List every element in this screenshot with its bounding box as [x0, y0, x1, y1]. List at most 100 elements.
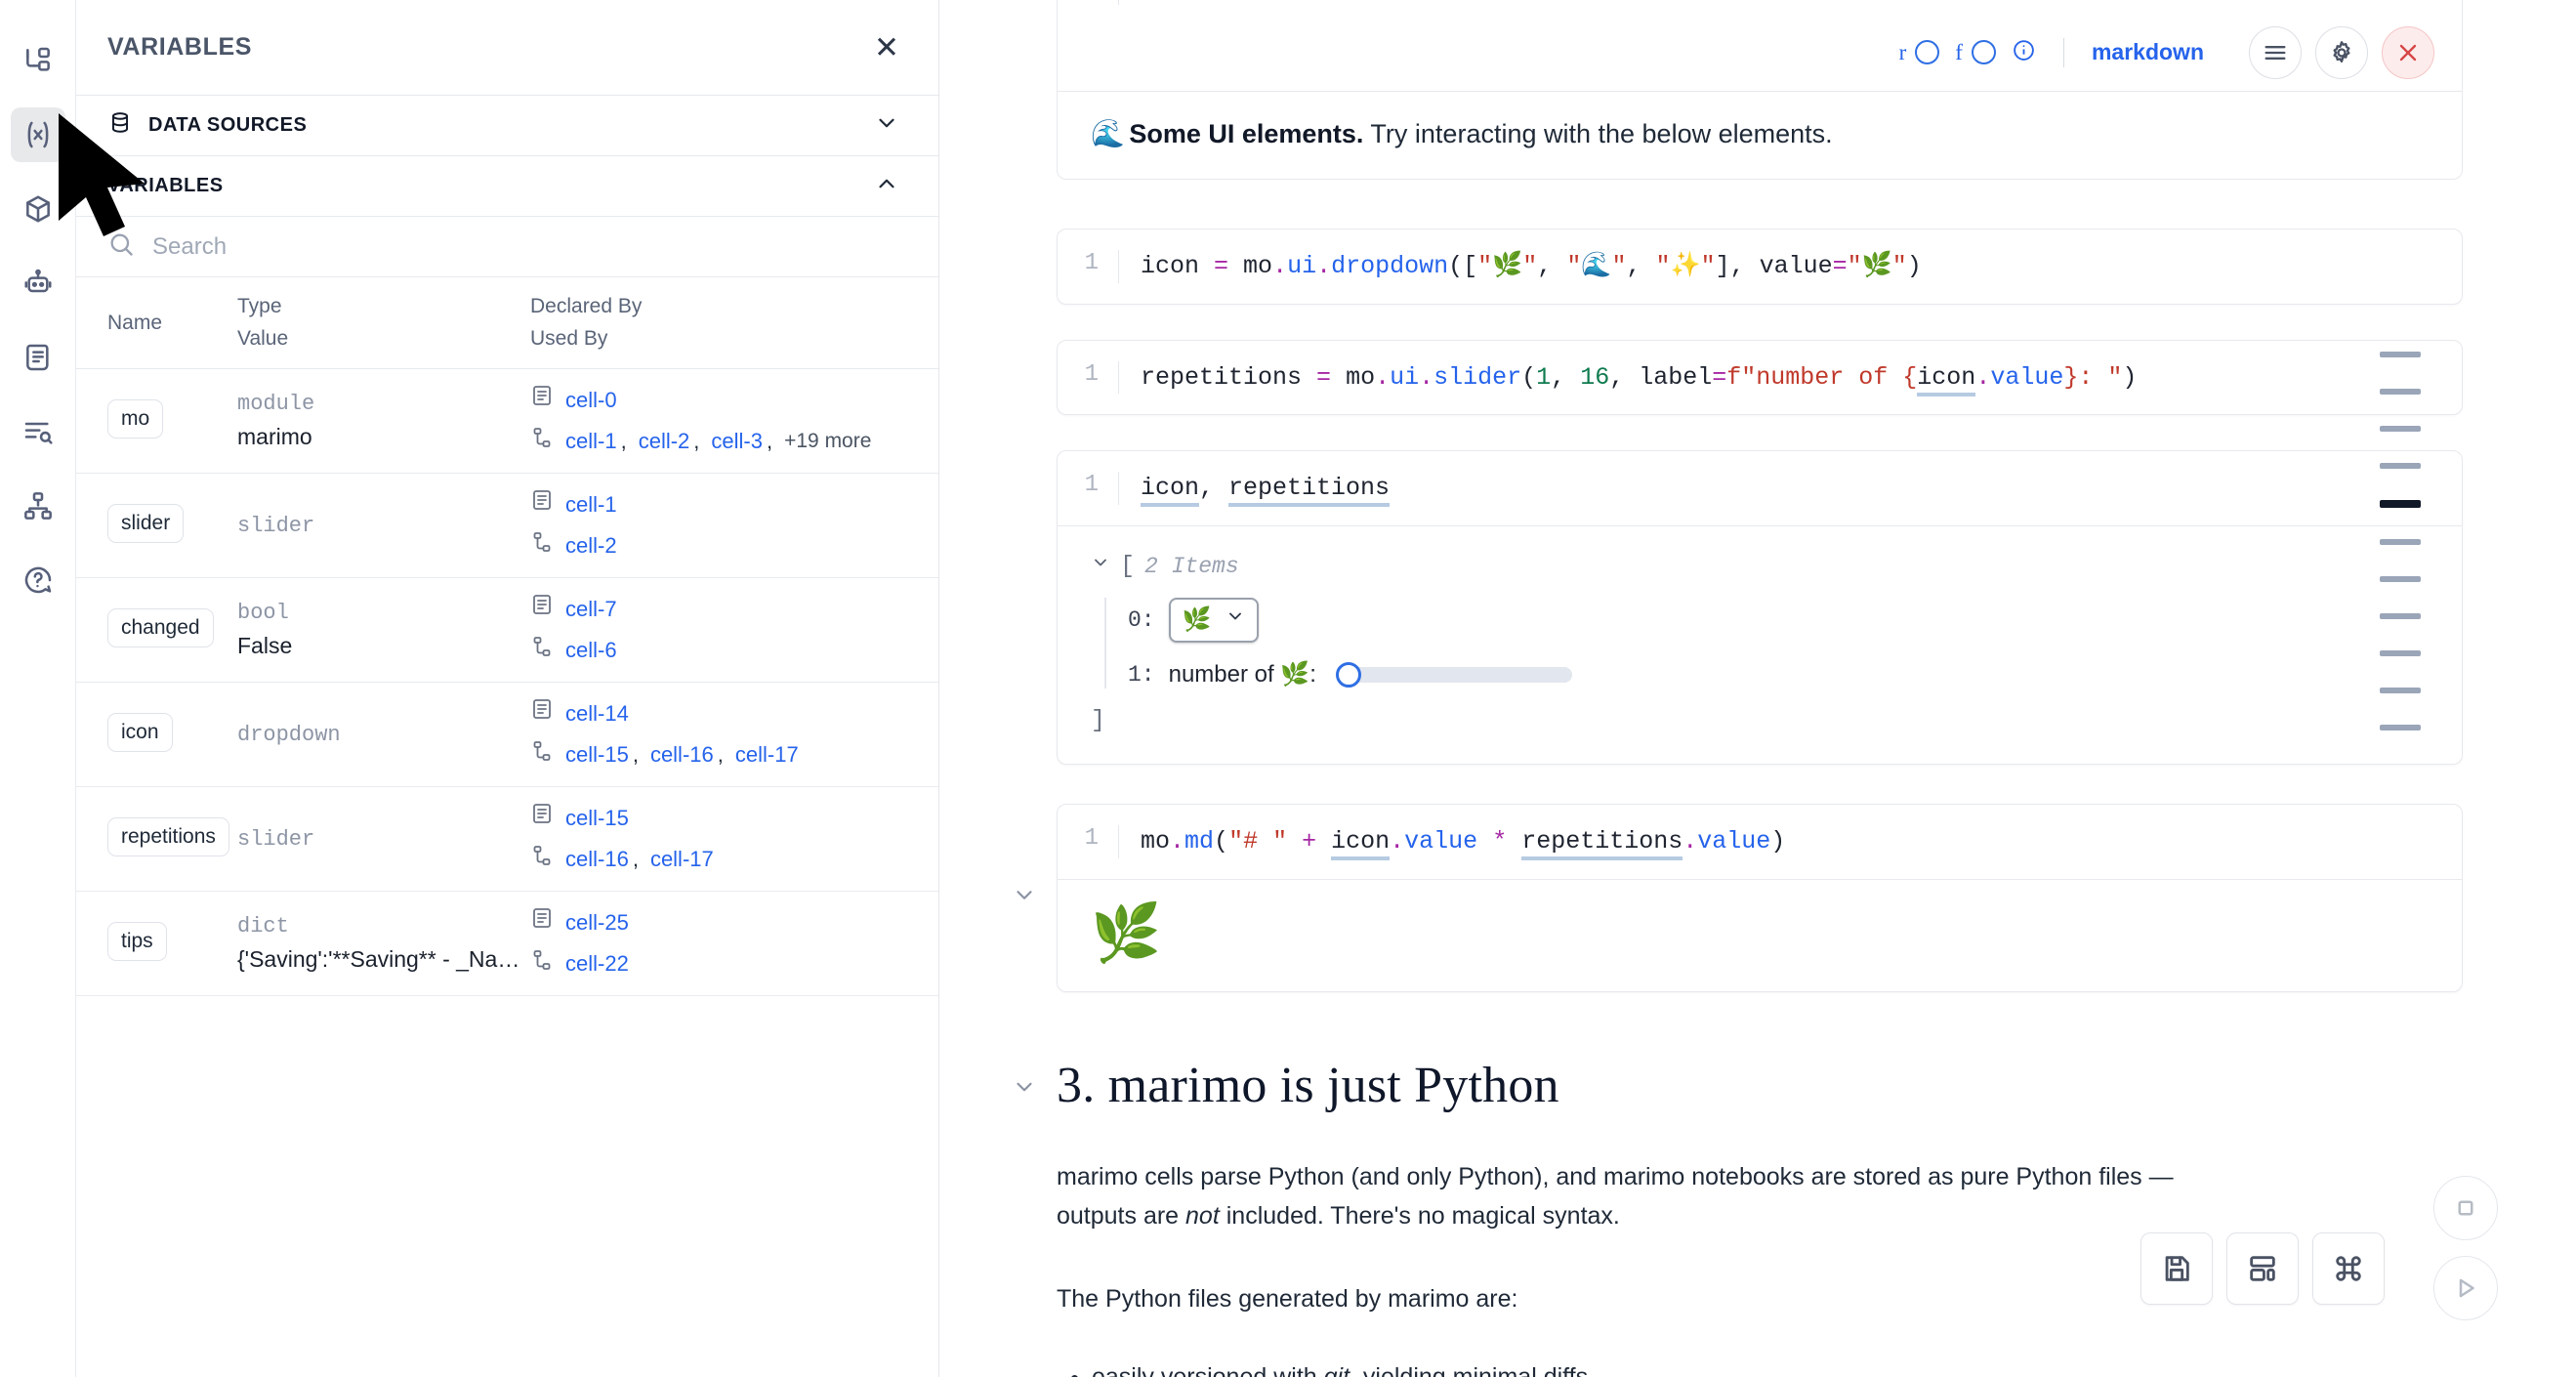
packages-icon[interactable]: [11, 182, 65, 236]
cell-link[interactable]: cell-17: [734, 742, 799, 768]
cell-link[interactable]: cell-1: [565, 491, 617, 517]
cell-link[interactable]: cell-14: [565, 700, 629, 726]
code-text[interactable]: icon = mo.ui.dropdown(["🌿", "🌊", "✨"], v…: [1118, 249, 2462, 283]
code-text[interactable]: icon, repetitions: [1118, 472, 2462, 508]
minimap-bar[interactable]: [2380, 426, 2421, 432]
chevron-down-icon[interactable]: [874, 110, 899, 141]
minimap-bar[interactable]: [2380, 576, 2421, 582]
chevron-up-icon[interactable]: [874, 171, 899, 201]
ref-badge-r[interactable]: r: [1899, 40, 1940, 65]
close-icon[interactable]: ✕: [874, 30, 899, 64]
ref-badge-f[interactable]: f: [1955, 40, 1996, 65]
cell-link[interactable]: cell-16: [565, 847, 629, 872]
list-header[interactable]: [ 2 Items: [1091, 552, 2429, 580]
cell-link[interactable]: cell-16: [649, 742, 714, 768]
cell-delete-button[interactable]: [2382, 25, 2434, 79]
minimap-bar[interactable]: [2380, 352, 2421, 357]
ai-assistant-icon[interactable]: [11, 256, 65, 311]
cell-link[interactable]: cell-15: [565, 805, 629, 830]
cell-link[interactable]: cell-17: [649, 847, 714, 872]
chevron-down-icon[interactable]: [1091, 553, 1110, 580]
wave-emoji: 🌊: [1091, 117, 1125, 148]
dependency-graph-icon[interactable]: [11, 479, 65, 533]
file-explorer-icon[interactable]: [11, 33, 65, 88]
code-text[interactable]: repetitions = mo.ui.slider(1, 16, label=…: [1118, 360, 2462, 396]
cell-link[interactable]: cell-1: [565, 429, 617, 454]
cell-language-label[interactable]: markdown: [2091, 39, 2204, 65]
selected-value-emoji: 🌿: [1182, 608, 1212, 635]
code-line[interactable]: 1 icon, repetitions: [1058, 451, 2462, 525]
minimap-bar[interactable]: [2380, 389, 2421, 395]
collapse-section-chevron[interactable]: [1012, 1074, 1037, 1105]
variable-name-chip[interactable]: changed: [107, 607, 214, 647]
layout-button[interactable]: [2226, 1232, 2299, 1305]
bullet-post: , yielding minimal diffs: [1350, 1363, 1588, 1377]
more-cells-label[interactable]: +19 more: [784, 429, 872, 452]
scratchpad-icon[interactable]: [11, 330, 65, 385]
code-token: }: ": [2063, 362, 2123, 392]
save-button[interactable]: [2140, 1232, 2213, 1305]
interrupt-button[interactable]: [2433, 1176, 2498, 1240]
outline-search-icon[interactable]: [11, 404, 65, 459]
code-token: icon: [1917, 362, 1976, 396]
code-line[interactable]: 1 repetitions = mo.ui.slider(1, 16, labe…: [1058, 341, 2462, 415]
ref-circle-r: [1915, 40, 1940, 65]
minimap-bar[interactable]: [2380, 650, 2421, 656]
cell-link[interactable]: cell-7: [565, 596, 617, 621]
code-token: value: [1404, 827, 1478, 855]
separator: ,: [620, 429, 627, 454]
separator: ,: [766, 429, 773, 454]
variable-name-chip[interactable]: slider: [107, 503, 185, 543]
code-token: ): [1906, 251, 1922, 280]
code-text[interactable]: mo.md("# " + icon.value * repetitions.va…: [1118, 825, 2462, 860]
cell-link[interactable]: cell-6: [565, 638, 617, 663]
minimap-bar[interactable]: [2380, 725, 2421, 730]
command-palette-button[interactable]: [2312, 1232, 2385, 1305]
used-by-icon: [530, 948, 554, 981]
minimap-bar[interactable]: [2380, 500, 2421, 508]
slider-thumb[interactable]: [1335, 661, 1361, 688]
run-button[interactable]: [2433, 1256, 2498, 1320]
code-line[interactable]: 1 mo.md("# " + icon.value * repetitions.…: [1058, 805, 2462, 879]
cell-link[interactable]: cell-2: [638, 429, 690, 454]
cell-link[interactable]: cell-3: [711, 429, 763, 454]
notebook-minimap[interactable]: [2371, 352, 2430, 730]
minimap-bar[interactable]: [2380, 613, 2421, 619]
cell-menu-button[interactable]: [2249, 25, 2302, 79]
code-token: repetitions: [1521, 827, 1683, 860]
variable-name-chip[interactable]: icon: [107, 712, 173, 752]
collapse-cell-chevron[interactable]: [1012, 883, 1037, 913]
minimap-bar[interactable]: [2380, 688, 2421, 693]
info-icon[interactable]: [2012, 38, 2036, 67]
code-text[interactable]: "**🌊 Some UI elements.**" Try interactin…: [1118, 0, 2462, 5]
minimap-bar[interactable]: [2380, 463, 2421, 469]
slider-input[interactable]: [1335, 661, 1572, 688]
dropdown-select[interactable]: 🌿: [1168, 598, 1259, 643]
variable-name-chip[interactable]: tips: [107, 921, 167, 961]
code-line[interactable]: 1 icon = mo.ui.dropdown(["🌿", "🌊", "✨"],…: [1058, 230, 2462, 304]
cell-link[interactable]: cell-25: [565, 909, 629, 935]
cell-settings-gear-icon[interactable]: [2315, 25, 2368, 79]
accordion-variables[interactable]: VARIABLES: [76, 156, 938, 217]
variables-icon[interactable]: [10, 107, 65, 162]
declared-by-icon: [530, 384, 554, 416]
code-line[interactable]: 1 "**🌊 Some UI elements.**" Try interact…: [1058, 0, 2462, 19]
cell-link[interactable]: cell-15: [565, 742, 629, 768]
accordion-data-sources[interactable]: DATA SOURCES: [76, 96, 938, 156]
cell-link[interactable]: cell-2: [565, 533, 617, 559]
search-input[interactable]: [152, 232, 907, 261]
ref-label-r: r: [1898, 39, 1907, 64]
code-token: ,: [1626, 251, 1656, 280]
cell-link[interactable]: cell-22: [565, 951, 629, 977]
minimap-bar[interactable]: [2380, 539, 2421, 545]
help-icon[interactable]: [11, 553, 65, 607]
variable-name-chip[interactable]: mo: [107, 398, 164, 438]
variable-name-chip[interactable]: repetitions: [107, 816, 229, 856]
cell-link[interactable]: cell-0: [565, 387, 617, 412]
